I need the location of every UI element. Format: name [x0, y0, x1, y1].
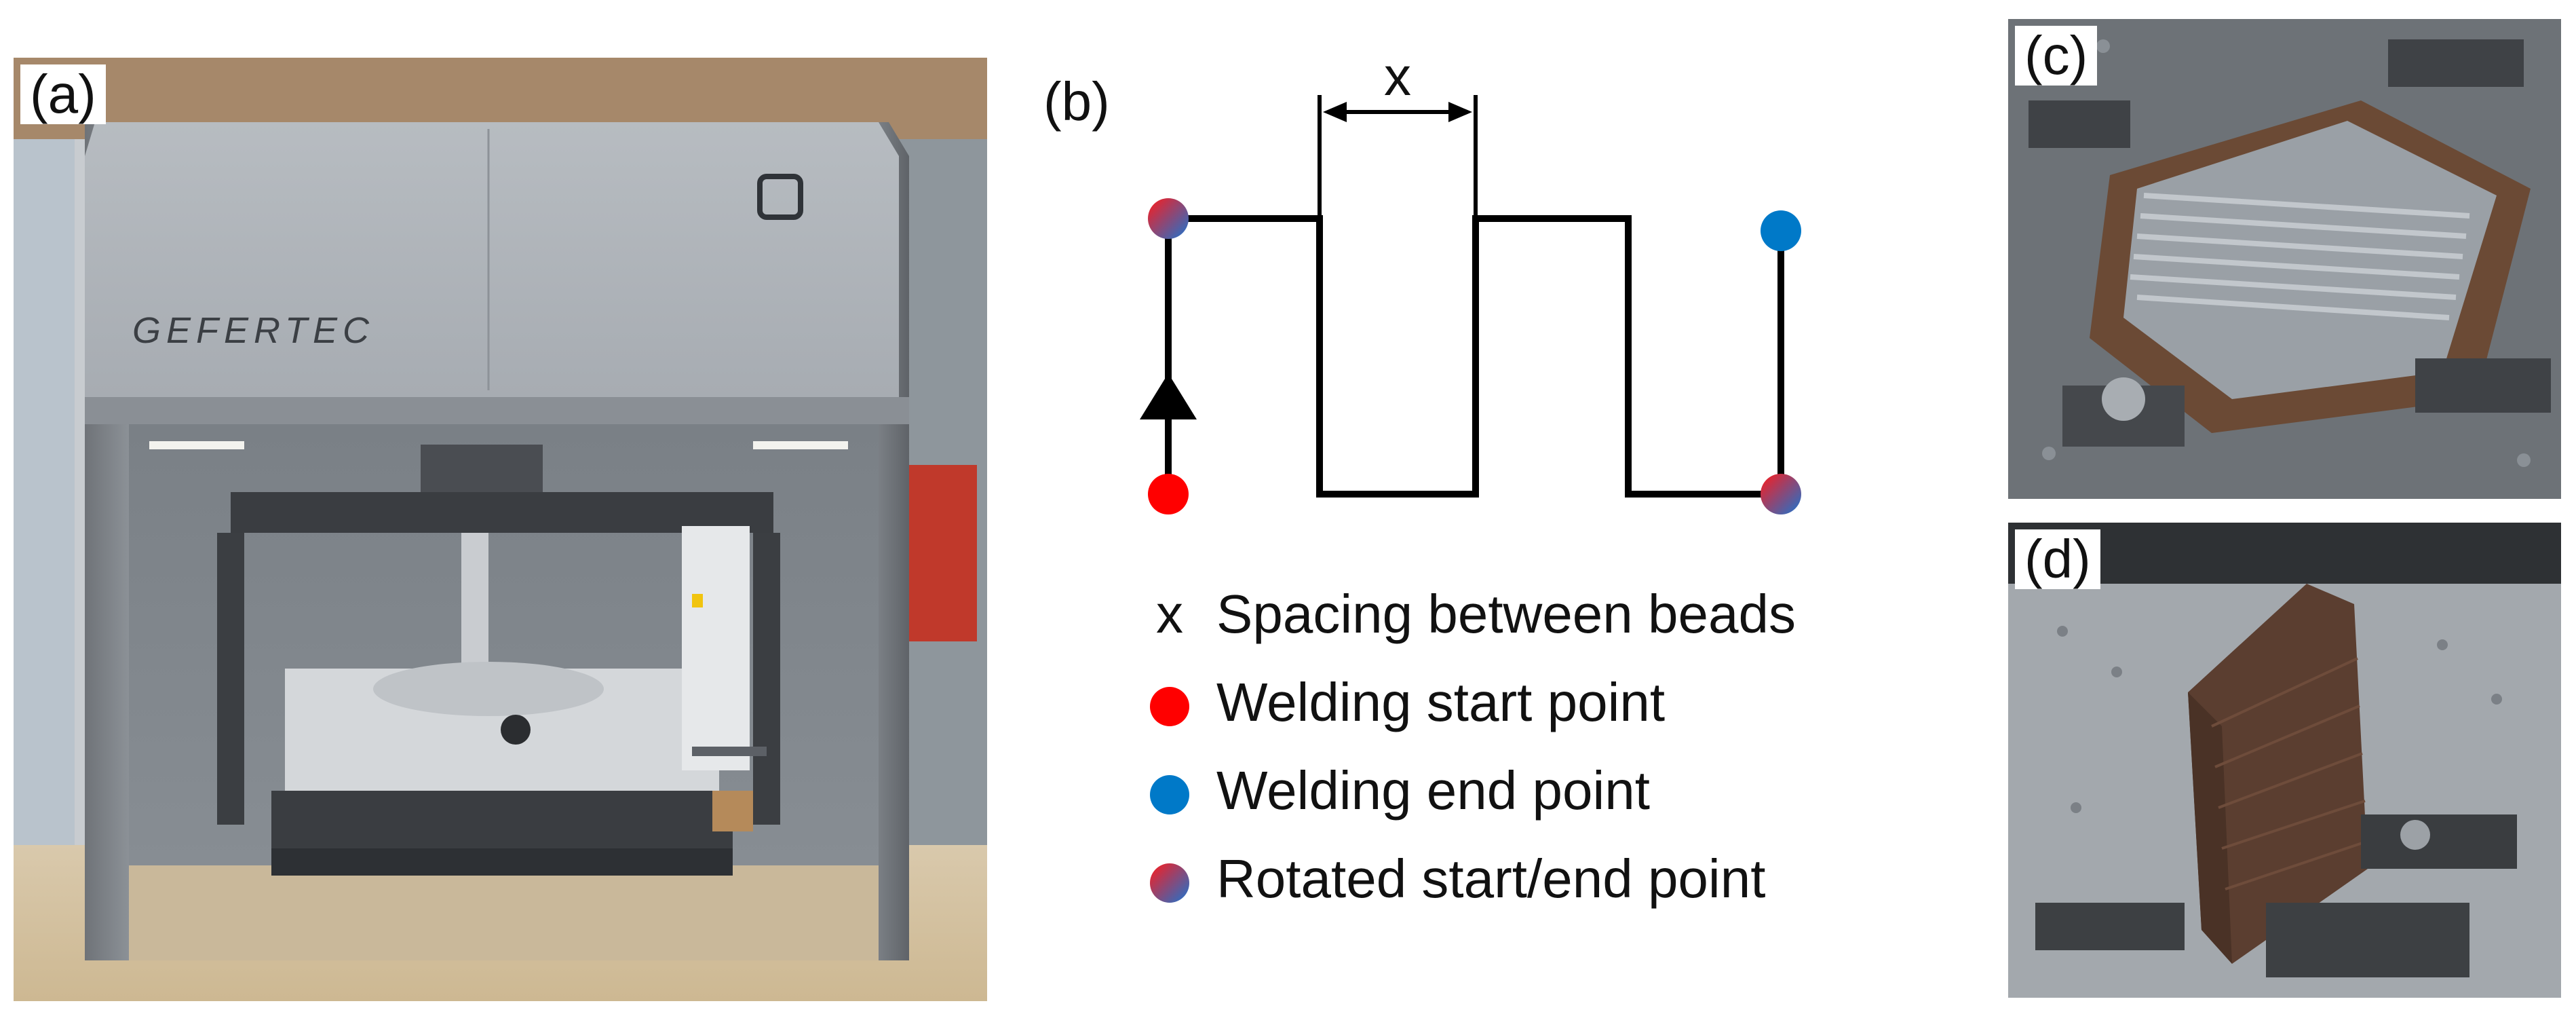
- legend-text: Welding end point: [1216, 760, 1650, 821]
- legend-item-spacing: x Spacing between beads: [1150, 587, 1796, 641]
- direction-arrow-icon: [1140, 373, 1197, 419]
- legend-item-rotated: Rotated start/end point: [1150, 852, 1765, 906]
- panel-b-label: (b): [1043, 71, 1110, 132]
- path-svg: x: [1140, 46, 1801, 514]
- wall-sample-photo: [2008, 523, 2561, 998]
- machine-photo: GEFERTEC: [14, 58, 987, 1001]
- panel-a-label: (a): [20, 64, 106, 124]
- legend-text: Rotated start/end point: [1216, 848, 1766, 909]
- welding-end-point: [1761, 210, 1801, 251]
- panel-d-label: (d): [2015, 529, 2100, 589]
- legend-item-end: Welding end point: [1150, 764, 1650, 818]
- block-sample-photo: [2008, 19, 2561, 499]
- rotated-start-end-point: [1148, 198, 1189, 239]
- rotated-start-end-point-2: [1761, 474, 1801, 514]
- blue-dot-icon: [1150, 774, 1189, 814]
- legend-text: Spacing between beads: [1216, 584, 1796, 644]
- legend-item-start: Welding start point: [1150, 675, 1665, 730]
- block-sample-photo-panel: [2008, 19, 2561, 499]
- brand-mark-icon: [757, 174, 803, 220]
- red-dot-icon: [1150, 686, 1189, 726]
- brand-logo-text: GEFERTEC: [132, 310, 374, 351]
- red-blue-dot-icon: [1150, 863, 1189, 903]
- dimension-arrowhead-right: [1448, 102, 1472, 122]
- dimension-arrowhead-left: [1323, 102, 1347, 122]
- welding-path: [1165, 215, 1784, 498]
- panel-c-label: (c): [2015, 26, 2098, 86]
- machine-photo-panel: GEFERTEC: [14, 58, 987, 1001]
- dimension-label: x: [1384, 46, 1411, 107]
- legend-text: Welding start point: [1216, 672, 1666, 732]
- wall-sample-photo-panel: [2008, 523, 2561, 998]
- welding-start-point: [1148, 474, 1189, 514]
- legend-x-symbol: x: [1156, 584, 1183, 644]
